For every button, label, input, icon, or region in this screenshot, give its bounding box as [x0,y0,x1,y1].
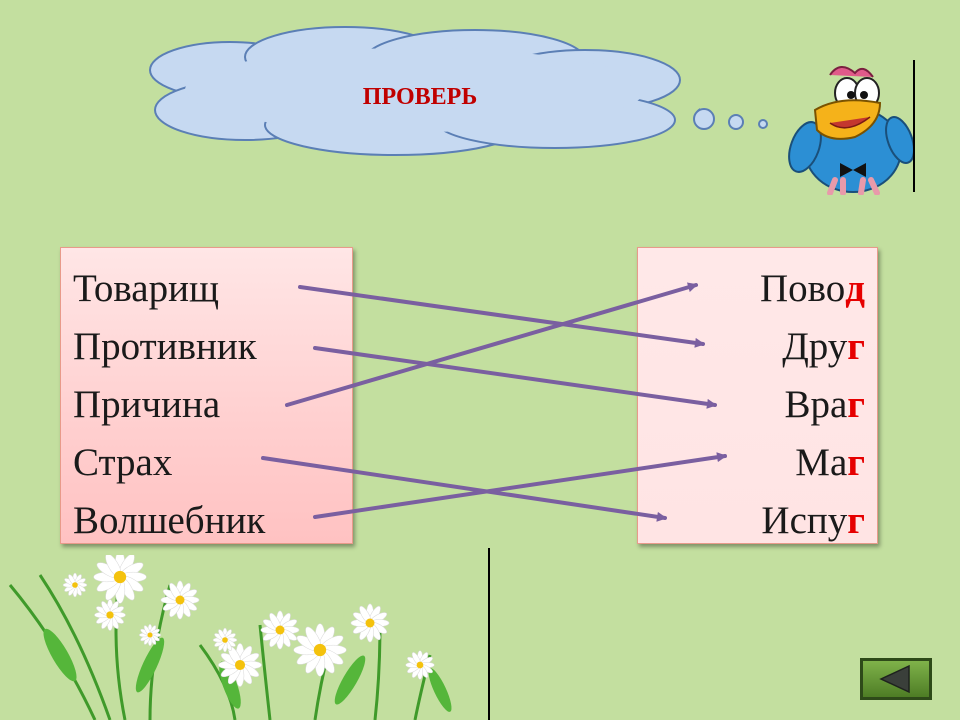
word-stem: Испу [761,499,848,542]
daisy-flower [212,627,238,653]
right-word: Испуг [638,492,865,550]
bird-mascot-icon [788,66,915,195]
word-ending: д [845,267,865,310]
daisy-flower [160,580,200,620]
back-arrow-icon [879,664,910,694]
daisies-icon [8,555,452,720]
left-word: Товарищ [73,267,220,310]
right-word: Друг [638,318,865,376]
left-word: Страх [73,441,173,484]
word-stem: Ма [795,441,848,484]
back-button[interactable] [860,658,932,700]
word-ending: г [847,441,865,484]
right-word: Враг [638,376,865,434]
daisy-flower [218,643,262,687]
word-ending: г [847,325,865,368]
left-word: Причина [73,383,221,426]
daisy-flower [260,610,300,650]
daisy-flower [293,623,347,677]
divider-line-top [913,60,915,192]
daisy-flower [94,599,126,631]
word-stem: Пово [759,267,846,310]
word-ending: г [847,499,865,542]
right-word: Маг [638,434,865,492]
daisy-flower [138,623,162,647]
right-word: Повод [638,260,865,318]
word-stem: Вра [784,383,848,426]
right-word-list: Повод Друг Враг Маг Испуг [637,247,878,544]
thought-bubbles [693,108,768,130]
daisy-flower [350,603,390,643]
word-ending: г [847,383,865,426]
thought-cloud [149,26,700,156]
daisy-flower [405,650,435,680]
daisy-flower [93,555,147,604]
word-stem: Дру [782,325,848,368]
daisy-flower [62,572,88,598]
left-word: Противник [73,325,257,368]
left-word-list: Товарищ Противник Причина Страх Волшебни… [60,247,353,544]
left-word: Волшебник [73,499,266,542]
divider-line-bottom [488,548,490,720]
cloud-title: ПРОВЕРЬ [362,84,478,110]
